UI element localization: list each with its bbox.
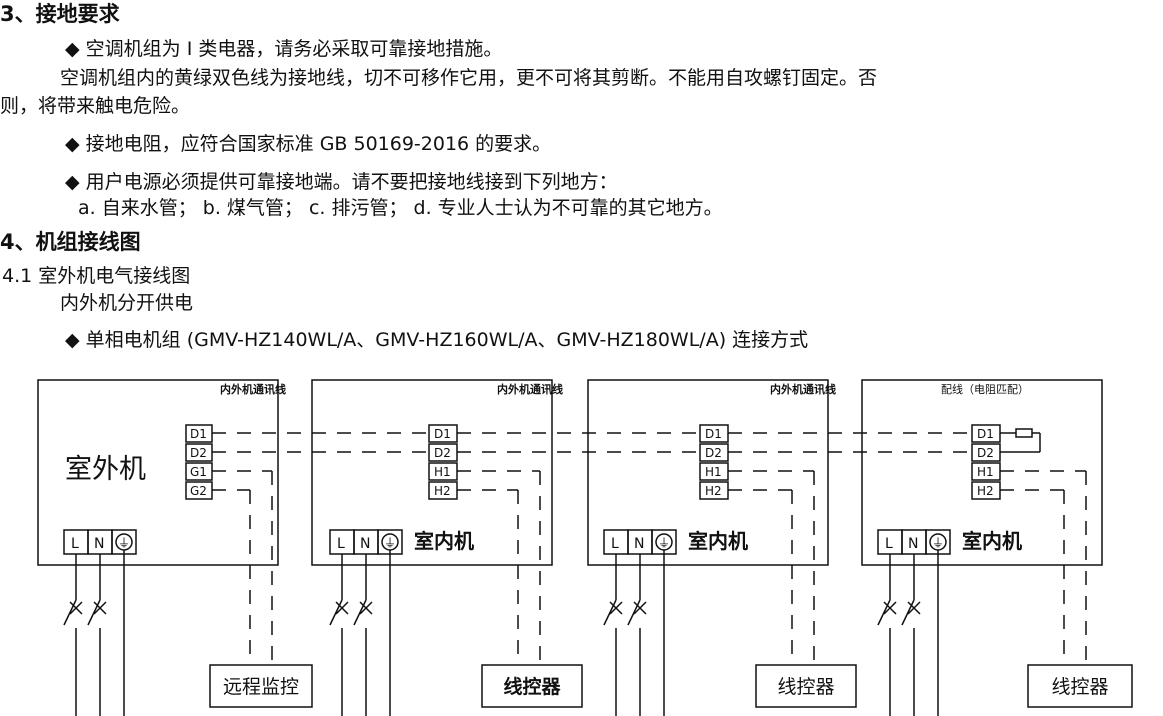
terminal-g2-outdoor: G2 bbox=[190, 484, 207, 498]
indoor-unit-box-3 bbox=[861, 379, 1103, 566]
grounding-paragraph-3: ◆ 接地电阻，应符合国家标准 GB 50169-2016 的要求。 bbox=[65, 133, 552, 155]
ground-icon: ⏚ bbox=[932, 536, 944, 550]
grounding-paragraph-4b: a. 自来水管； b. 煤气管； c. 排污管； d. 专业人士认为不可靠的其它… bbox=[78, 197, 723, 219]
power-l-outdoor: L bbox=[71, 536, 79, 552]
power-l-indoor-2: L bbox=[611, 536, 619, 552]
wired-controller-box-1 bbox=[481, 664, 583, 708]
terminal-d1-indoor-3: D1 bbox=[977, 427, 994, 441]
ground-icon: ⏚ bbox=[658, 536, 670, 550]
remote-monitor-label: 远程监控 bbox=[223, 676, 299, 698]
terminal-d2-indoor-2: D2 bbox=[705, 446, 722, 460]
outdoor-unit-label: 室外机 bbox=[65, 454, 146, 485]
comm-line-label-1: 内外机通讯线 bbox=[220, 382, 286, 396]
terminal-d2-indoor-3: D2 bbox=[977, 446, 994, 460]
power-n-outdoor: N bbox=[94, 536, 104, 552]
resistor-note-label: 配线（电阻匹配） bbox=[941, 382, 1029, 396]
terminal-h2-indoor-2: H2 bbox=[705, 484, 722, 498]
terminal-d1-outdoor: D1 bbox=[190, 427, 207, 441]
indoor-unit-label-1: 室内机 bbox=[414, 529, 474, 553]
section-3-heading: 3、接地要求 bbox=[0, 2, 120, 26]
wired-controller-label-3: 线控器 bbox=[1051, 676, 1108, 698]
power-n-indoor-2: N bbox=[634, 536, 644, 552]
indoor-unit-label-2: 室内机 bbox=[688, 529, 748, 553]
ground-icon: ⏚ bbox=[384, 536, 396, 550]
power-n-indoor-1: N bbox=[360, 536, 370, 552]
power-l-indoor-1: L bbox=[337, 536, 345, 552]
terminal-h2-indoor-3: H2 bbox=[977, 484, 994, 498]
terminal-d1-indoor-2: D1 bbox=[705, 427, 722, 441]
outdoor-unit-box bbox=[37, 379, 279, 566]
ground-icon: ⏚ bbox=[118, 536, 130, 550]
terminal-d2-outdoor: D2 bbox=[190, 446, 207, 460]
remote-monitor-box bbox=[209, 664, 313, 708]
terminal-g1-outdoor: G1 bbox=[190, 465, 207, 479]
grounding-paragraph-2b: 则，将带来触电危险。 bbox=[0, 95, 191, 117]
comm-line-label-3: 内外机通讯线 bbox=[770, 382, 836, 396]
wired-controller-label-1: 线控器 bbox=[503, 675, 561, 698]
power-l-indoor-3: L bbox=[885, 536, 893, 552]
terminal-h1-indoor-3: H1 bbox=[977, 465, 994, 479]
grounding-paragraph-4a: ◆ 用户电源必须提供可靠接地端。请不要把接地线接到下列地方： bbox=[65, 171, 618, 193]
subsection-note: 内外机分开供电 bbox=[60, 292, 194, 314]
indoor-unit-box-2 bbox=[587, 379, 829, 566]
terminal-h2-indoor-1: H2 bbox=[434, 484, 451, 498]
comm-line-label-2: 内外机通讯线 bbox=[497, 382, 563, 396]
grounding-paragraph-1: ◆ 空调机组为 I 类电器，请务必采取可靠接地措施。 bbox=[65, 38, 503, 60]
wired-controller-box-3 bbox=[1027, 664, 1133, 708]
single-phase-bullet: ◆ 单相电机组 (GMV-HZ140WL/A、GMV-HZ160WL/A、GMV… bbox=[65, 329, 809, 351]
indoor-unit-box-1 bbox=[311, 379, 553, 566]
terminal-h1-indoor-2: H1 bbox=[705, 465, 722, 479]
terminal-d1-indoor-1: D1 bbox=[434, 427, 451, 441]
indoor-unit-label-3: 室内机 bbox=[962, 529, 1022, 553]
power-n-indoor-3: N bbox=[908, 536, 918, 552]
wired-controller-box-2 bbox=[755, 664, 857, 708]
terminal-h1-indoor-1: H1 bbox=[434, 465, 451, 479]
wired-controller-label-2: 线控器 bbox=[777, 676, 834, 698]
terminal-d2-indoor-1: D2 bbox=[434, 446, 451, 460]
section-4-heading: 4、机组接线图 bbox=[0, 230, 141, 254]
grounding-paragraph-2a: 空调机组内的黄绿双色线为接地线，切不可移作它用，更不可将其剪断。不能用自攻螺钉固… bbox=[60, 67, 878, 89]
subsection-4-1: 4.1 室外机电气接线图 bbox=[2, 265, 191, 287]
